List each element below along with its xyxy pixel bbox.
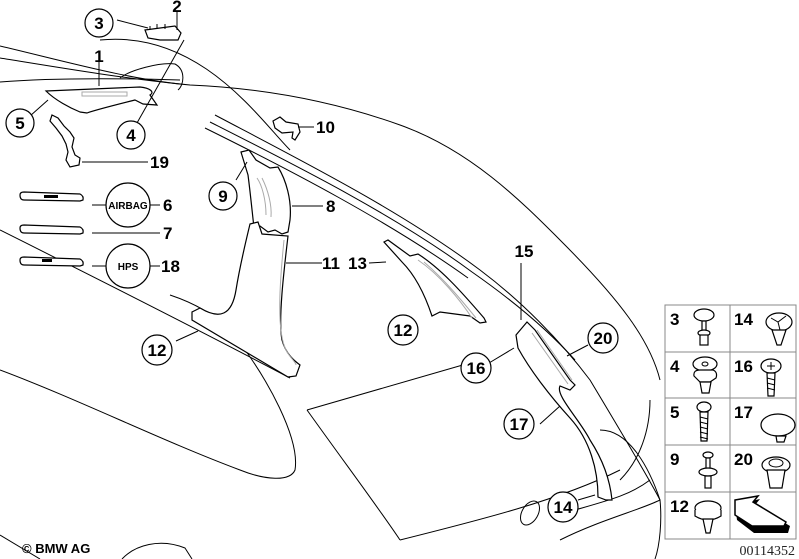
callout-14: 14 — [547, 491, 579, 523]
part-10-clip — [272, 116, 301, 141]
callout-airbag: AIRBAG — [105, 182, 151, 228]
push-rivet-icon — [693, 308, 715, 346]
grid-label-20: 20 — [734, 450, 753, 469]
direction-arrow-icon — [734, 494, 790, 533]
callout-20: 20 — [587, 322, 619, 354]
washer-screw-icon — [760, 358, 782, 397]
airbag-badge-label: AIRBAG — [108, 201, 148, 212]
callout-12-right: 12 — [387, 314, 419, 346]
callout-12-left: 12 — [141, 334, 173, 366]
callout-5: 5 — [5, 108, 35, 138]
grid-label-3: 3 — [670, 310, 679, 329]
grid-label-12: 12 — [670, 497, 689, 516]
callout-3-label: 3 — [94, 14, 103, 33]
callout-15-label: 15 — [515, 242, 534, 261]
part-8-pillar-upper — [240, 149, 291, 235]
callout-hps: HPS — [105, 243, 151, 289]
part-11-pillar-lower — [191, 221, 301, 378]
callout-9: 9 — [208, 181, 238, 211]
part-7-strip — [19, 224, 84, 235]
part-19-bracket — [49, 114, 81, 168]
grid-label-5: 5 — [670, 403, 679, 422]
callout-6-label: 6 — [163, 196, 172, 215]
callout-1-label: 1 — [94, 47, 103, 66]
callout-13-label: 13 — [348, 254, 367, 273]
callout-16: 16 — [460, 352, 492, 384]
fastener-grid: 3 14 4 16 5 — [664, 304, 797, 540]
part-6-strip — [19, 191, 84, 202]
mushroom-clip-icon — [694, 500, 722, 534]
callout-5-label: 5 — [15, 114, 24, 133]
callout-18-label: 18 — [161, 257, 180, 276]
callout-4-label: 4 — [126, 126, 136, 145]
callout-4: 4 — [116, 120, 146, 150]
callout-17: 17 — [503, 408, 535, 440]
leader-lines — [29, 12, 596, 501]
copyright-label: © BMW AG — [22, 541, 90, 556]
clip-nut-icon — [692, 356, 718, 394]
grid-label-16: 16 — [734, 357, 753, 376]
part-1-trim-panel — [44, 86, 159, 114]
part-18-strip — [19, 256, 84, 267]
callout-20-label: 20 — [594, 329, 613, 348]
callout-12-right-label: 12 — [394, 321, 413, 340]
grid-label-9: 9 — [670, 450, 679, 469]
grid-label-17: 17 — [734, 403, 753, 422]
expanding-clip-icon — [765, 312, 793, 346]
callout-8-label: 8 — [326, 197, 335, 216]
callout-3: 3 — [84, 8, 114, 38]
callout-17-label: 17 — [510, 415, 529, 434]
grid-label-4: 4 — [670, 357, 680, 376]
part-15-rear-trim — [515, 321, 613, 501]
part-13-c-pillar — [383, 239, 487, 324]
callout-16-label: 16 — [467, 359, 486, 378]
grid-label-14: 14 — [734, 310, 753, 329]
pin-rivet-icon — [698, 451, 718, 489]
cover-cap-icon — [760, 413, 796, 443]
hps-badge-label: HPS — [118, 262, 139, 273]
pan-screw-icon — [696, 401, 712, 442]
grommet-icon — [761, 456, 791, 489]
document-number: 00114352 — [740, 544, 795, 559]
callout-10-label: 10 — [316, 118, 335, 137]
part-3-clip — [144, 24, 182, 41]
callout-19-label: 19 — [150, 153, 169, 172]
car-body-outline — [0, 38, 662, 559]
callout-11-label: 11 — [322, 254, 340, 273]
callout-9-label: 9 — [218, 187, 227, 206]
callout-14-label: 14 — [554, 498, 573, 517]
callout-12-left-label: 12 — [148, 341, 167, 360]
callout-2-label: 2 — [172, 0, 181, 16]
callout-7-label: 7 — [163, 224, 172, 243]
